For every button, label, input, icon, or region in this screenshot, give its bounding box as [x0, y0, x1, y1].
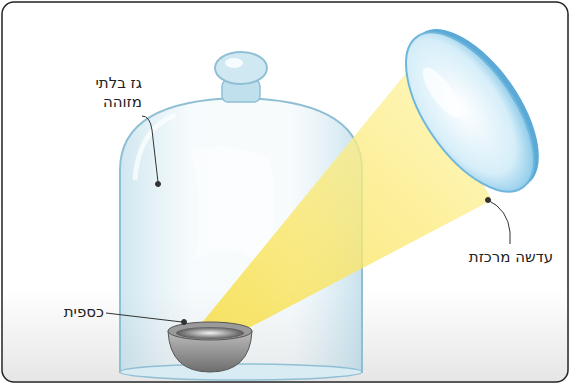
mercury-label: כספית: [40, 303, 104, 322]
lens-label: עדשה מרכזת: [466, 248, 556, 267]
leader-lines: [106, 116, 510, 325]
gas-label: גז בלתי מזוהה: [60, 74, 142, 112]
mercury-dish: [168, 322, 252, 372]
converging-lens: [381, 8, 564, 213]
light-beam: [196, 62, 492, 342]
